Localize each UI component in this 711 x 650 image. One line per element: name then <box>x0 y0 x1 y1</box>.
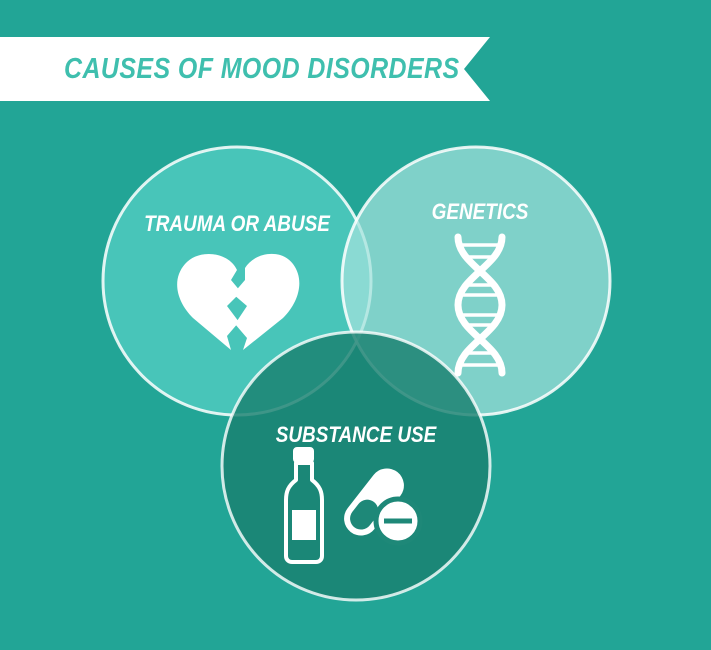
dna-icon <box>454 233 506 377</box>
substance-circle <box>220 330 492 602</box>
page-title: CAUSES OF MOOD DISORDERS <box>64 53 460 85</box>
title-banner: CAUSES OF MOOD DISORDERS <box>0 37 490 101</box>
pill-icon <box>344 468 423 546</box>
bottle-icon <box>284 447 324 564</box>
label-trauma: TRAUMA OR ABUSE <box>144 211 330 236</box>
broken-heart-icon <box>177 253 300 350</box>
banner-ribbon <box>0 37 490 101</box>
label-genetics: GENETICS <box>431 199 529 224</box>
label-substance: SUBSTANCE USE <box>275 422 437 447</box>
